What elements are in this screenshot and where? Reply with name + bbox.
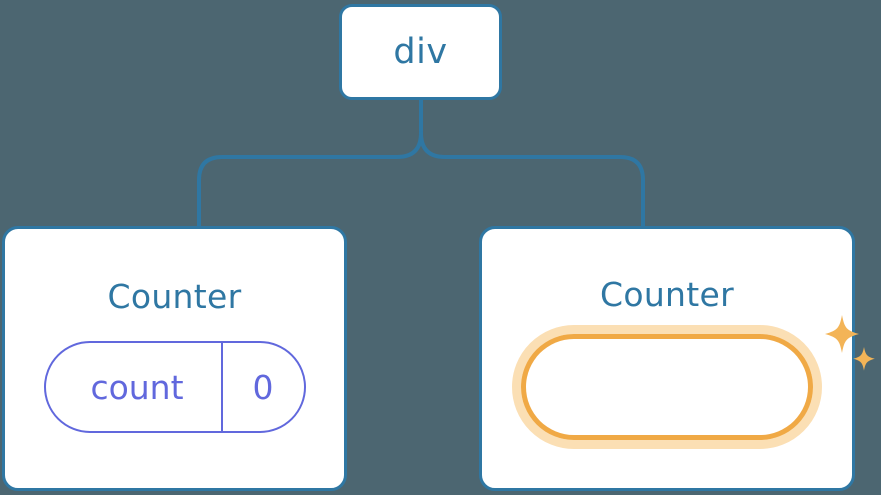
sparkle-group: [825, 315, 875, 371]
connector-branch-right: [419, 131, 645, 230]
counter-left-title: Counter: [107, 277, 242, 316]
state-pill-count-left[interactable]: count 0: [43, 341, 306, 433]
state-pill-value-left: 0: [220, 343, 304, 431]
sparkle-large-icon: [825, 315, 859, 353]
counter-right-title: Counter: [600, 275, 734, 314]
counter-right-state-wrap: count 1: [512, 315, 875, 449]
state-pill-count-right[interactable]: count 1: [526, 339, 808, 435]
connector-branch-left: [197, 131, 423, 230]
tree-node-counter-right[interactable]: Counter count 1: [479, 226, 875, 491]
tree-node-root[interactable]: div: [339, 4, 502, 100]
root-node-label: div: [393, 31, 448, 72]
sparkle-small-icon: [853, 347, 875, 371]
state-pill-fill-right: [526, 339, 808, 435]
tree-node-counter-left[interactable]: Counter count 0: [2, 226, 347, 491]
state-pill-key-left: count: [90, 367, 184, 407]
counter-left-state-wrap: count 0: [43, 341, 306, 433]
